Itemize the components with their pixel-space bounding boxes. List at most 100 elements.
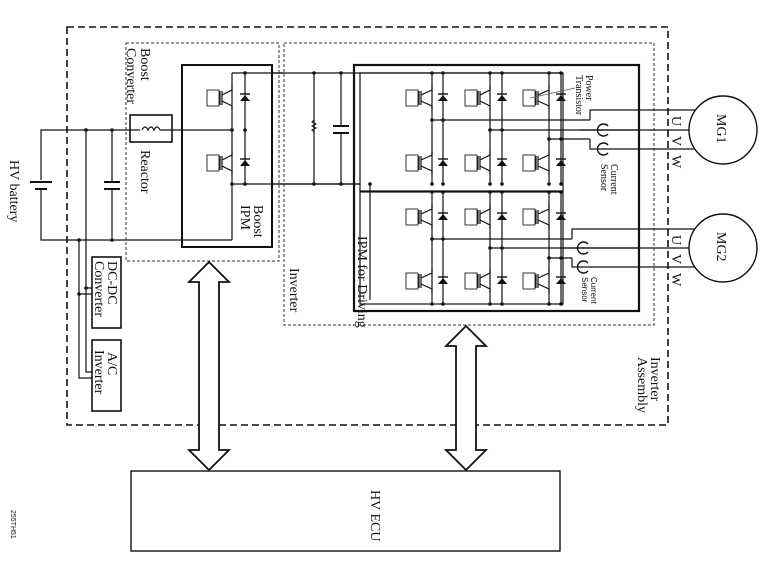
mg1-inverter-bridge — [359, 72, 640, 300]
junction-node — [559, 182, 563, 186]
boost-upper-transistor-icon — [206, 86, 250, 110]
junction-node — [559, 190, 563, 194]
mg2-u-label: U — [668, 235, 683, 245]
junction-node — [441, 237, 445, 241]
junction-node — [430, 302, 434, 306]
junction-node — [488, 182, 492, 186]
junction-node — [500, 128, 504, 132]
mg1-motor — [688, 95, 758, 165]
junction-node — [547, 71, 551, 75]
diode-icon — [497, 212, 507, 220]
junction-node — [559, 256, 563, 260]
mg1-leads — [580, 109, 700, 156]
junction-node — [430, 118, 434, 122]
dc-dc-label-2: Converter — [91, 261, 106, 317]
diode-icon — [497, 276, 507, 284]
junction-node — [430, 190, 434, 194]
junction-node — [500, 246, 504, 250]
boost-converter-label-2: Converter — [123, 48, 138, 104]
mg1-label: MG1 — [713, 114, 728, 144]
inverter-assembly-label-1: Inverter — [647, 357, 662, 402]
mg2-upper-transistor-icon — [522, 205, 566, 229]
junction-node — [488, 71, 492, 75]
ac-inverter-label-1: A/C — [104, 352, 119, 375]
hv-ecu-label: HV ECU — [367, 490, 382, 541]
mg1-u-label: U — [668, 116, 683, 126]
boost-lower-transistor-icon — [206, 151, 250, 175]
ipm-for-driving-label: IPM for Driving — [354, 236, 369, 328]
mg2-v-label: V — [668, 254, 683, 264]
boost-ipm-label-1: Boost — [250, 205, 265, 238]
junction-node — [559, 71, 563, 75]
junction-node — [430, 71, 434, 75]
junction-node — [559, 302, 563, 306]
junction-node — [547, 256, 551, 260]
junction-node — [488, 302, 492, 306]
junction-node — [430, 182, 434, 186]
mg1-w-label: W — [668, 155, 683, 169]
diode-icon — [497, 93, 507, 101]
diode-icon — [438, 158, 448, 166]
junction-node — [488, 190, 492, 194]
junction-node — [441, 71, 445, 75]
power-transistor-label-1: Power — [583, 75, 594, 101]
junction-node — [500, 182, 504, 186]
junction-node — [488, 246, 492, 250]
mg2-upper-transistor-icon — [405, 205, 448, 229]
inverter-label: Inverter — [286, 268, 301, 313]
junction-node — [547, 182, 551, 186]
boost-ecu-arrow — [186, 260, 232, 472]
mg1-upper-transistor-icon — [464, 86, 507, 110]
figure-id-label: 255TH51 — [9, 510, 16, 539]
boost-ipm-box — [181, 64, 273, 248]
mg2-w-label: W — [668, 273, 683, 287]
diode-icon — [438, 276, 448, 284]
reactor-label: Reactor — [137, 150, 152, 194]
power-transistor-leader — [529, 87, 576, 99]
auxiliary-wiring — [77, 128, 92, 379]
inverter-assembly-frame — [66, 26, 669, 426]
dc-dc-label-1: DC-DC — [104, 261, 119, 305]
boost-converter-frame — [125, 42, 280, 262]
diode-icon — [438, 93, 448, 101]
junction-node — [441, 302, 445, 306]
boost-ipm-label-2: IPM — [237, 205, 252, 230]
mg1-lower-transistor-icon — [405, 151, 448, 175]
mg2-upper-transistor-icon — [464, 205, 507, 229]
diode-icon — [556, 158, 566, 166]
mg2-lower-transistor-icon — [464, 269, 507, 293]
current-sensor-2-label-2: Sensor — [580, 277, 589, 303]
junction-node — [441, 118, 445, 122]
diode-icon — [240, 158, 250, 166]
ac-inverter-label-2: Inverter — [91, 350, 106, 395]
diode-icon — [240, 93, 250, 101]
hv-battery-label: HV battery — [6, 160, 21, 222]
reactor — [128, 114, 232, 143]
diode-icon — [556, 212, 566, 220]
current-sensor-1-label-1: Current — [608, 164, 619, 195]
mg1-upper-transistor-icon — [405, 86, 448, 110]
junction-node — [500, 302, 504, 306]
hv-battery — [30, 129, 232, 241]
junction-node — [430, 237, 434, 241]
diode-icon — [556, 276, 566, 284]
dc-dc-converter-box — [91, 256, 122, 329]
filter-capacitor — [104, 128, 120, 242]
mg1-upper-transistor-icon — [522, 86, 566, 110]
junction-node — [559, 137, 563, 141]
mg1-v-label: V — [668, 136, 683, 146]
diode-icon — [556, 93, 566, 101]
junction-node — [547, 137, 551, 141]
junction-node — [488, 128, 492, 132]
ac-inverter-box — [91, 339, 122, 412]
mg2-leads — [560, 228, 700, 274]
junction-node — [547, 302, 551, 306]
mg2-lower-transistor-icon — [522, 269, 566, 293]
junction-node — [500, 190, 504, 194]
diode-icon — [497, 158, 507, 166]
mg2-lower-transistor-icon — [405, 269, 448, 293]
ipm-for-driving-box — [352, 63, 641, 313]
mg2-label: MG2 — [713, 232, 728, 262]
